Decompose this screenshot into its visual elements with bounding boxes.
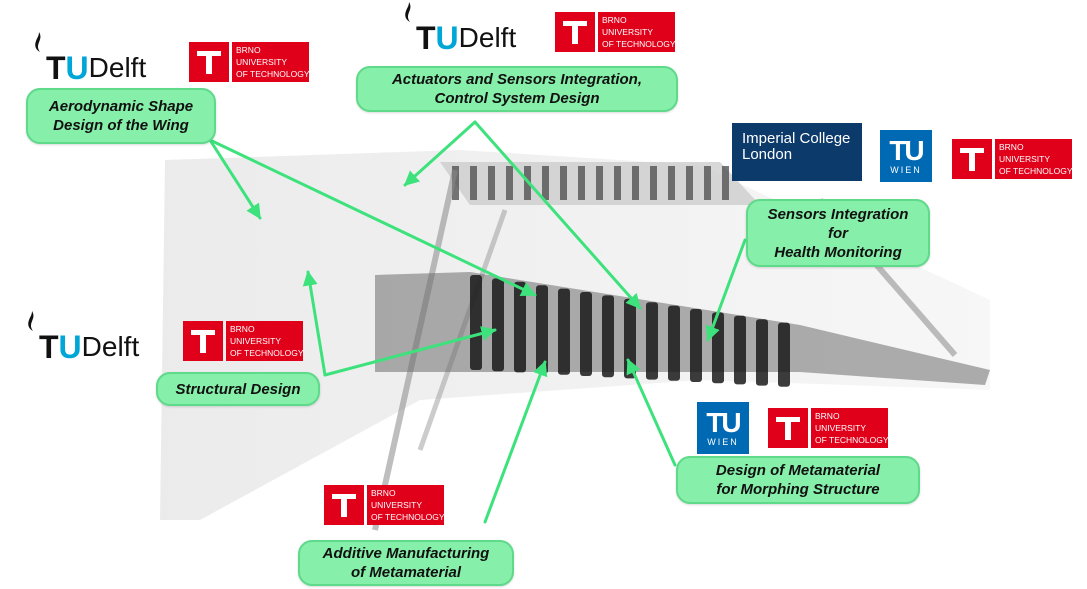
brno-t-icon [183, 321, 223, 361]
delft-word: Delft [88, 52, 147, 83]
upper-rib-tooth [452, 166, 459, 200]
flame-icon [405, 2, 411, 22]
brno-t-icon [324, 485, 364, 525]
upper-rib-tooth [560, 166, 567, 200]
label-structural-design: Structural Design [156, 372, 320, 406]
tu-letters: TU [39, 329, 82, 365]
arrow-aero-core [208, 138, 537, 297]
arrow-additive-core [483, 360, 548, 524]
arrow-structural-skin [302, 270, 327, 377]
lattice-cell [668, 305, 680, 381]
arrow-sensors-core [705, 238, 747, 342]
arrow-aero-skin [208, 138, 262, 220]
upper-rib-tooth [506, 166, 513, 200]
arrows [208, 120, 747, 524]
lattice-cell [558, 288, 570, 375]
upper-rib-tooth [578, 166, 585, 200]
lattice-cell [778, 322, 790, 387]
flame-icon [28, 311, 34, 331]
upper-rib-tooth [488, 166, 495, 200]
lattice-cell [690, 309, 702, 382]
tu-letters: TU [46, 50, 89, 86]
delft-word: Delft [458, 22, 517, 53]
lattice-cell [602, 295, 614, 378]
arrow-actuators-skin [403, 120, 477, 187]
lattice-cell [536, 285, 548, 374]
metamaterial-lattice [470, 275, 790, 387]
upper-rib-tooth [470, 166, 477, 200]
arrow-structural-core [323, 326, 497, 377]
upper-rib-tooth [596, 166, 603, 200]
upper-rib-tooth [614, 166, 621, 200]
lattice-cell [470, 275, 482, 370]
lattice-cell [734, 315, 746, 385]
tu-letters: TU [416, 20, 459, 56]
brno-t-icon [555, 12, 595, 52]
lattice-cell [514, 281, 526, 373]
upper-rib-tooth [668, 166, 675, 200]
lattice-cell [580, 292, 592, 376]
lattice-cell [756, 319, 768, 386]
upper-rib-tooth [704, 166, 711, 200]
flame-icon [35, 32, 41, 52]
upper-rib-tooth [686, 166, 693, 200]
delft-word: Delft [81, 331, 140, 362]
upper-rib-tooth [542, 166, 549, 200]
lattice-cell [624, 298, 636, 379]
upper-rib-tooth [632, 166, 639, 200]
brno-t-icon [768, 408, 808, 448]
arrow-actuators-core [473, 120, 642, 310]
label-actuators-sensors: Actuators and Sensors Integration,Contro… [356, 66, 678, 112]
lattice-cell [492, 278, 504, 372]
brno-t-icon [189, 42, 229, 82]
arrow-metamaterial-core [626, 358, 677, 467]
upper-rib-tooth [722, 166, 729, 200]
brno-t-icon [952, 139, 992, 179]
metamaterial-core [375, 272, 990, 385]
lattice-cell [646, 302, 658, 380]
upper-rib-tooth [650, 166, 657, 200]
